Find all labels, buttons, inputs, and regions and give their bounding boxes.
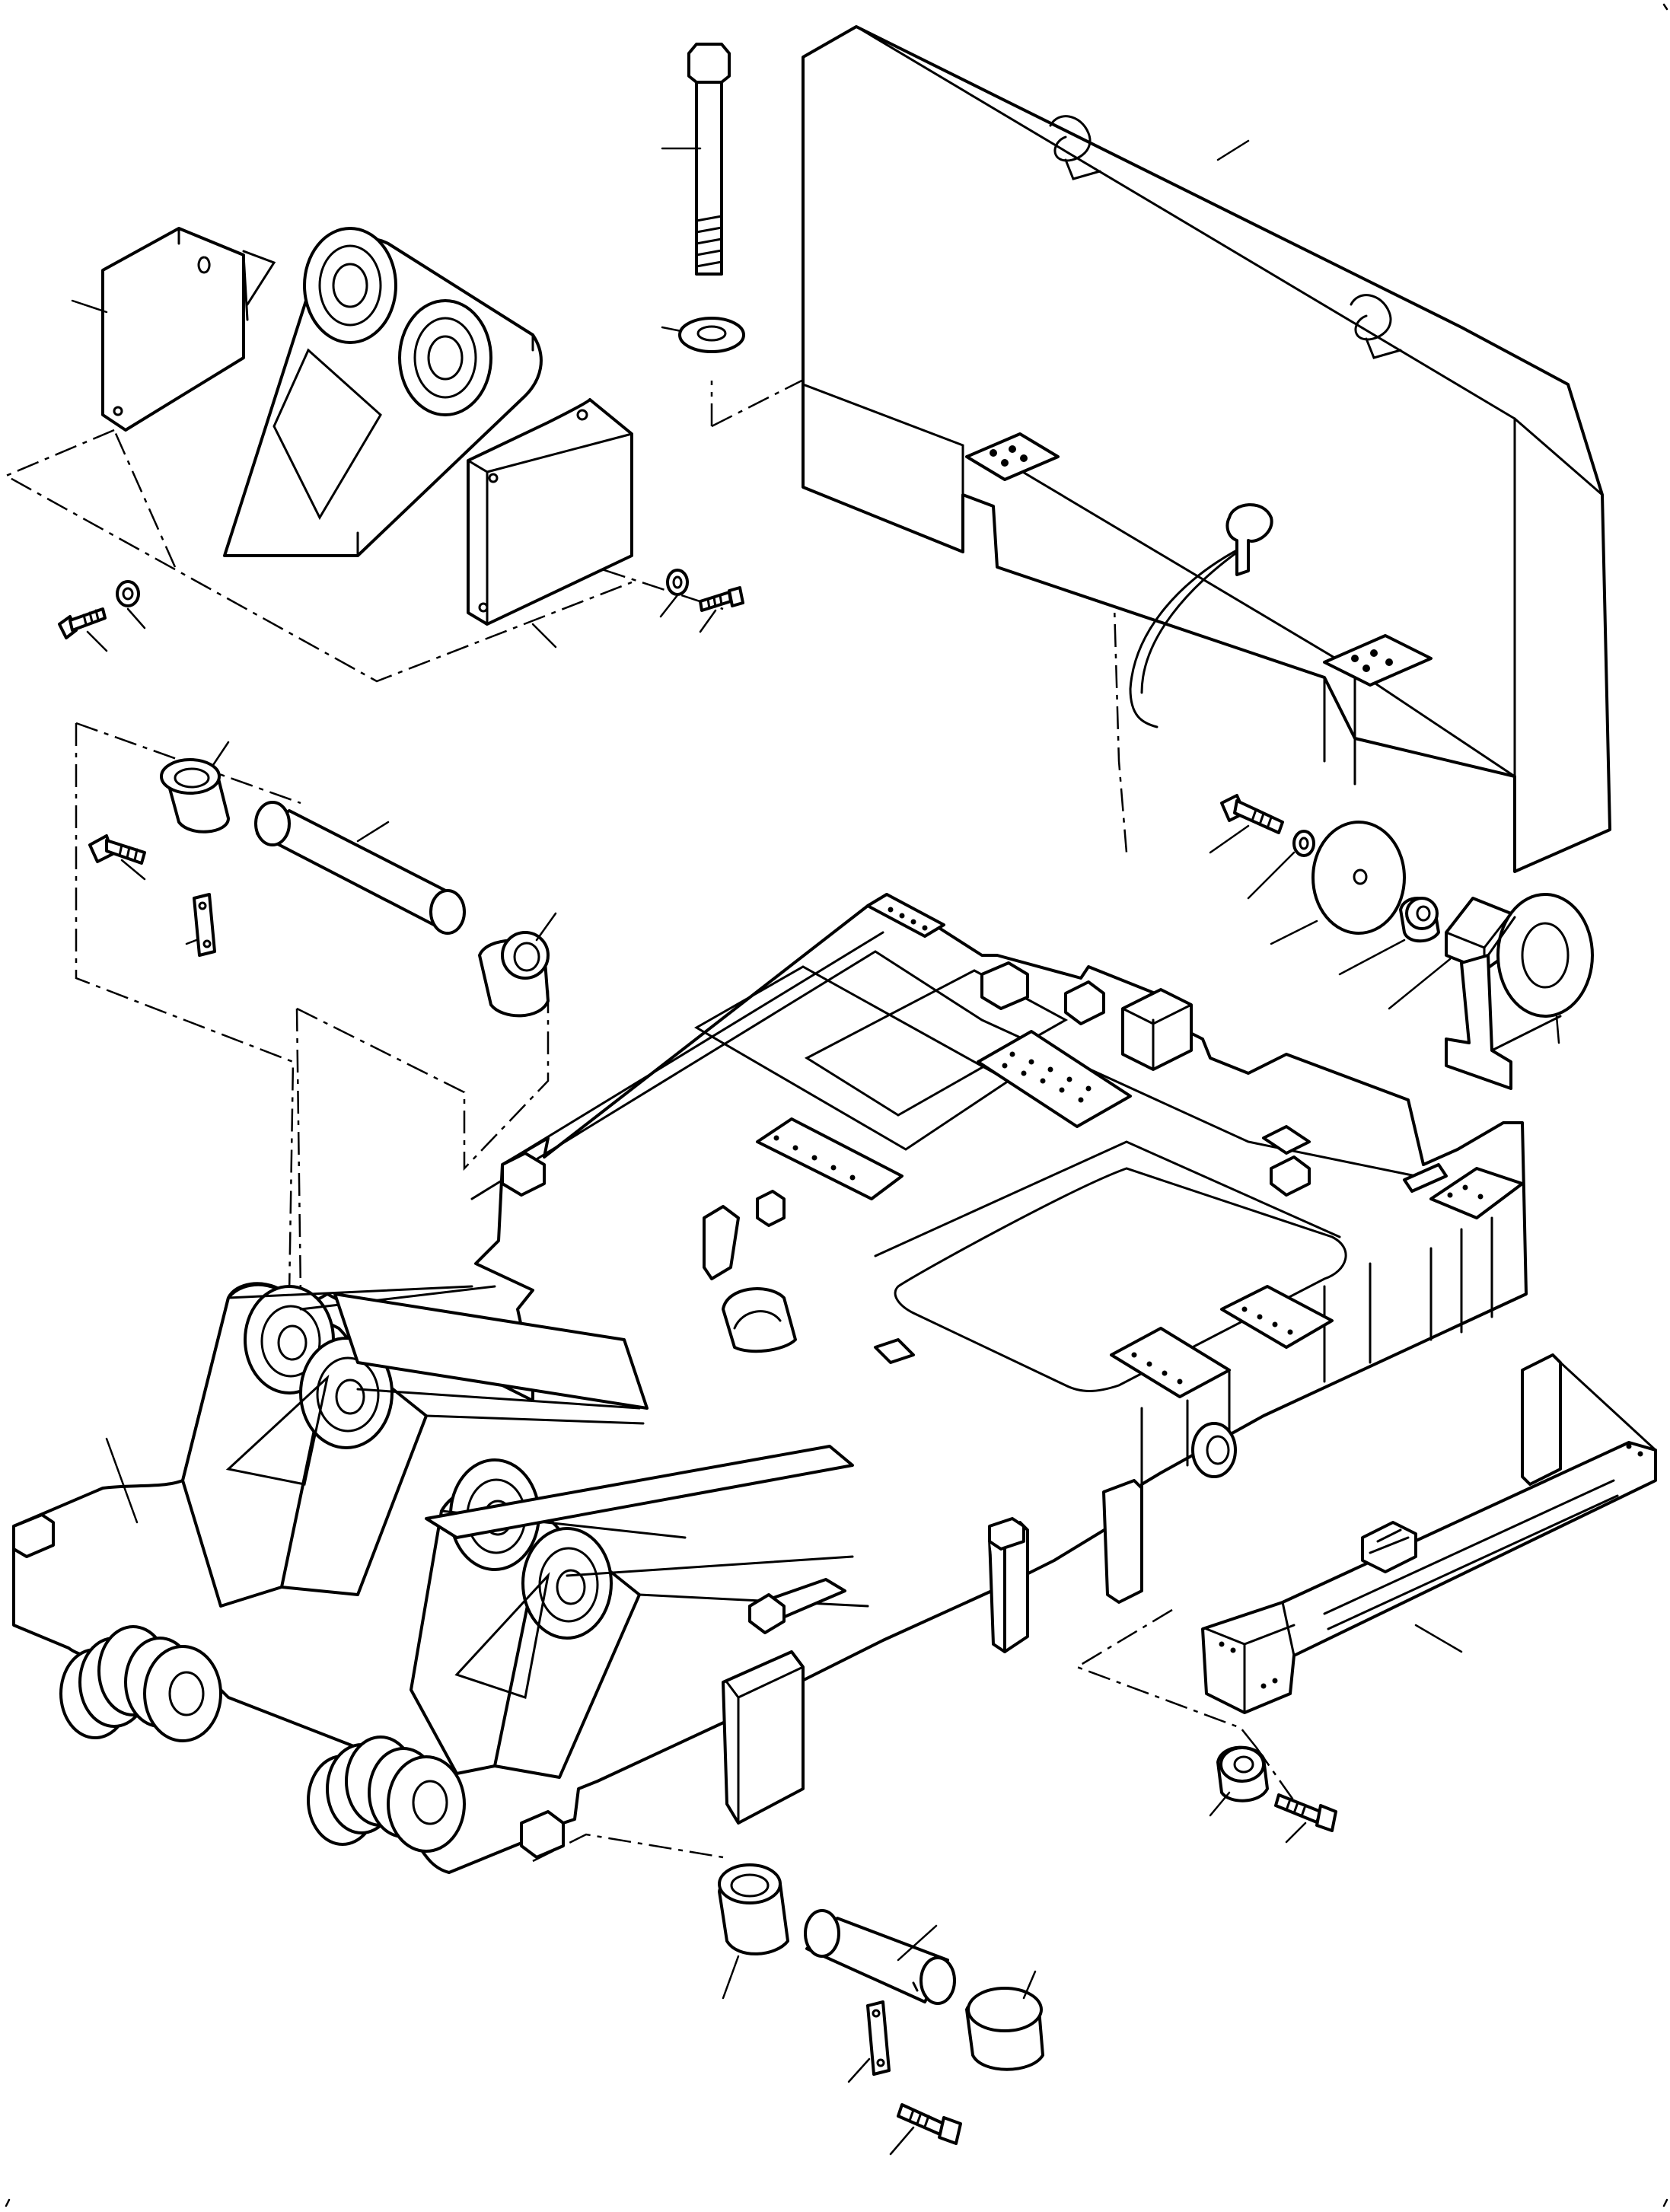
- upper-bushing-left: [160, 758, 230, 833]
- side-step: [1201, 1353, 1657, 1714]
- callout-step-bolt: [1285, 1822, 1307, 1844]
- callout-lifting-eye-body: [1555, 1015, 1560, 1044]
- callout-right-mount-plate: [531, 623, 557, 649]
- lifting-eye-disc: [1311, 821, 1406, 935]
- callout-lower-lock-plate: [847, 2057, 871, 2083]
- rear-pin-stack-right: [307, 1735, 466, 1853]
- callout-small-bolt-right: [699, 609, 717, 633]
- lower-lock-plate: [866, 2000, 891, 2076]
- step-bolt: [1274, 1793, 1337, 1832]
- lifting-eye-washer: [1292, 830, 1315, 857]
- left-mount-plate: [101, 227, 276, 432]
- counterweight: [802, 25, 1611, 873]
- upper-lock-plate: [193, 893, 216, 957]
- callout-upper-lock-plate: [185, 939, 198, 945]
- callout-left-mount-plate: [71, 299, 108, 314]
- callout-lifting-eye-bolt: [1209, 824, 1250, 854]
- callout-lower-bushing-left: [722, 1955, 740, 2000]
- callout-main-frame: [105, 1437, 139, 1524]
- rear-pin-stack-left: [59, 1625, 222, 1742]
- small-washer-right: [666, 569, 689, 596]
- callout-upper-bushing-left: [212, 741, 230, 767]
- step-spacer: [1216, 1745, 1269, 1802]
- callout-lower-bushing-right: [1022, 1970, 1037, 2000]
- callout-upper-pin-bolt: [120, 859, 146, 881]
- lifting-eye-bolt: [1220, 794, 1284, 834]
- bearing-bracket: [223, 227, 543, 557]
- lower-bushing-left: [718, 1863, 789, 1955]
- callout-lifting-eye-spacer: [1338, 939, 1406, 976]
- small-bolt-right: [699, 586, 744, 612]
- callout-lower-pin-bolt: [889, 2126, 915, 2156]
- callout-lifting-eye-bracket: [1388, 958, 1452, 1010]
- callout-upper-bushing-right: [535, 912, 557, 942]
- upper-pin-bolt: [88, 834, 146, 865]
- lifting-eye-body: [1445, 893, 1594, 1090]
- right-mount-plate: [467, 398, 633, 626]
- callout-lifting-eye-disc: [1270, 920, 1318, 945]
- upper-pin: [254, 801, 466, 935]
- callout-leaders: [71, 139, 1560, 2156]
- lower-pin: [804, 1909, 956, 2005]
- long-bolt: [687, 43, 731, 276]
- lower-bushing-right: [965, 1987, 1044, 2071]
- lifting-eye-spacer: [1399, 897, 1440, 943]
- lower-pin-bolt: [897, 2103, 962, 2145]
- small-bolt-left: [58, 607, 107, 639]
- callout-upper-pin: [356, 821, 390, 843]
- callout-lifting-eye-washer: [1247, 851, 1296, 900]
- callout-side-step: [1414, 1624, 1463, 1653]
- small-washer-left: [116, 580, 140, 607]
- callout-step-spacer: [1209, 1791, 1231, 1817]
- callout-large-washer: [661, 326, 683, 333]
- upper-bushing-right: [478, 931, 550, 1018]
- callout-small-washer-right: [659, 594, 679, 618]
- large-washer: [678, 317, 745, 353]
- main-frame: [12, 893, 1528, 1874]
- callout-lower-pin: [897, 1924, 938, 1962]
- callout-counterweight: [1216, 139, 1250, 161]
- page-corner-marks: [5, 3, 1668, 2207]
- callout-small-washer-left: [126, 607, 146, 629]
- callout-small-bolt-left: [86, 630, 108, 652]
